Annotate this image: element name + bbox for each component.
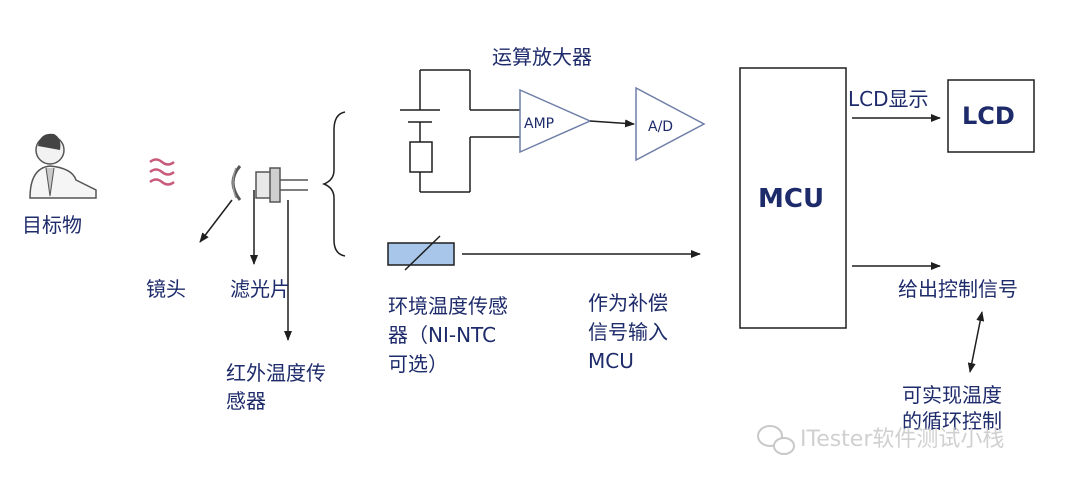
ir-sensor-label-line1: 红外温度传	[226, 361, 326, 385]
wechat-icon	[757, 425, 795, 455]
lcd-block	[947, 79, 1035, 153]
comp-label-line1: 作为补偿	[588, 291, 668, 315]
loop-label-line1: 可实现温度	[902, 383, 1002, 407]
amp-block	[519, 88, 592, 154]
lcd-label: LCD	[962, 102, 1015, 130]
mcu-label: MCU	[758, 184, 824, 214]
lcd-display-label: LCD显示	[848, 87, 929, 111]
sensor-circuit	[400, 69, 520, 193]
mcu-block	[739, 67, 847, 329]
brace	[321, 111, 346, 257]
ir-sensor-label-line2: 感器	[226, 389, 266, 413]
adc-block	[635, 86, 706, 162]
ir-wave-icon	[149, 158, 175, 186]
lens-icon	[231, 165, 242, 201]
person-icon	[29, 133, 97, 199]
amp-to-adc-arrow	[589, 119, 635, 128]
loop-label-line2: 的循环控制	[902, 409, 1002, 433]
amp-label: AMP	[524, 116, 554, 132]
target-label: 目标物	[22, 213, 82, 237]
watermark: ITester软件测试小栈	[800, 427, 1004, 452]
loop-control-arrow	[967, 311, 985, 373]
adc-label: A/D	[648, 119, 673, 135]
env-sensor-label-line2: 器（NI-NTC	[388, 323, 496, 347]
filter-label: 滤光片	[230, 277, 290, 301]
env-sensor-label-line1: 环境温度传感	[388, 294, 508, 318]
comp-label-line2: 信号输入	[588, 320, 668, 344]
opamp-label: 运算放大器	[492, 45, 592, 69]
env-sensor-label-line3: 可选）	[388, 352, 448, 376]
sensor-icon	[255, 167, 308, 203]
lens-label: 镜头	[146, 277, 186, 301]
comp-label-line3: MCU	[588, 349, 634, 373]
lens-pointer	[199, 199, 233, 243]
ntc-slash	[404, 235, 441, 271]
control-output-label: 给出控制信号	[898, 277, 1018, 301]
